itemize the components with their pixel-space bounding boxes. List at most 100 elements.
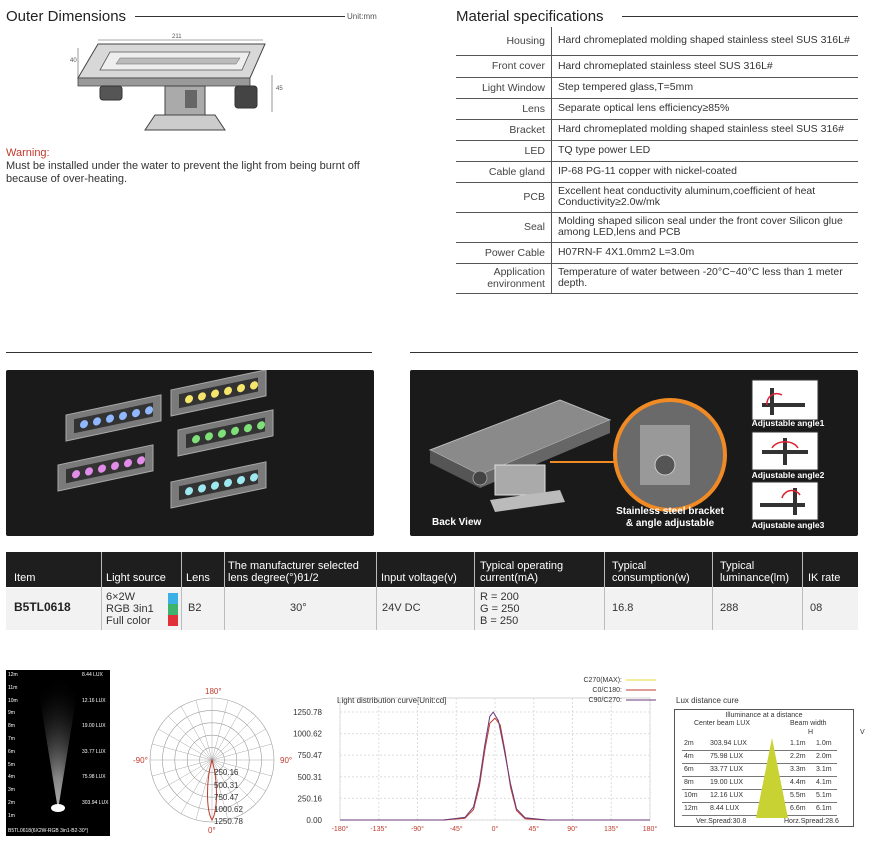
header-light-source: Light source [106,572,166,584]
lens-value: B2 [188,602,202,614]
light-source-values: 6×2W RGB 3in1 Full color [106,591,154,627]
degree-value: 30° [290,602,307,614]
polar-lobe [207,758,217,821]
polar-spoke [158,728,213,761]
material-title: Material specifications [456,8,604,25]
y-tick-label: 1000.62 [293,730,322,739]
polar-spoke [195,700,213,761]
polar-left-label: -90° [133,756,148,765]
legend-label: C0/C180: [592,687,622,694]
angle2-label: Adjustable angle2 [751,470,825,480]
series-line [340,711,650,821]
legend-label: C270(MAX): [583,677,622,684]
section-divider-right [410,352,858,353]
x-tick-label: 180° [643,825,658,833]
lux-col-h: H [808,729,814,736]
lux-beam-cone [756,738,788,818]
polar-spoke [167,759,213,805]
y-tick-label: 0.00 [306,816,322,825]
polar-right-label: 90° [280,756,293,765]
polar-spoke [211,759,257,805]
angle3-label: Adjustable angle3 [751,520,825,530]
luminance-value: 288 [720,602,739,614]
outer-dimensions-title: Outer Dimensions [6,8,127,25]
voltage-value: 24V DC [382,602,421,614]
polar-spoke [211,759,272,777]
dim-length: 211 [172,34,182,40]
angle1-label: Adjustable angle1 [751,418,825,428]
y-tick-label: 500.31 [298,773,323,782]
swatch-blue [168,593,178,604]
header-consumption: Typical consumption(w) [612,560,690,584]
beam-caption: B5TL0618(6X2W-RGB 3in1-B2-30°) [8,828,89,834]
x-tick-label: 135° [604,825,619,833]
section-divider-left [6,352,372,353]
curve-title: Light distribution curve[Unit:cd] [337,696,447,705]
polar-spoke [152,759,213,777]
light-source-1: 6×2W [106,591,136,603]
product-lights-illustration [57,370,274,509]
warning-text: Must be installed under the water to pre… [6,160,360,185]
polar-bottom-label: 0° [208,826,216,835]
polar-spoke [211,759,244,814]
x-tick-label: 0° [492,825,499,833]
header-luminance: Typical luminance(lm) [720,560,790,584]
bracket-caption-line1: Stainless steel bracket [616,506,724,517]
x-tick-label: -180° [332,825,349,833]
material-divider [622,16,858,17]
bracket-caption-line2: & angle adjustable [625,518,715,529]
x-tick-label: 45° [528,825,539,833]
light-source-2: RGB 3in1 [106,603,154,615]
swatch-red [168,615,178,626]
y-tick-label: 1250.78 [293,708,322,717]
x-tick-label: 90° [567,825,578,833]
swatch-green [168,604,178,615]
y-tick-label: 750.47 [298,751,323,760]
x-tick-label: -90° [411,825,424,833]
dim-height: 45 [276,86,283,92]
polar-spoke [211,759,266,792]
unit-label: Unit:mm [347,12,377,21]
dimension-drawing: 211 40 45 [70,34,283,131]
polar-spoke [211,706,244,761]
lux-col-beam: Beam width [790,720,827,727]
header-ik: IK rate [808,572,841,584]
header-voltage: Input voltage(v) [381,572,457,584]
current-values: R = 200 G = 250 B = 250 [480,591,520,627]
polar-spoke [158,759,213,792]
polar-spoke [211,700,229,761]
product-photo-back: Back View Stainless steel bracket & angl… [410,370,858,536]
lux-col-v: V [860,729,865,736]
header-item: Item [14,572,36,584]
polar-spoke [211,728,266,761]
ver-spread: Ver.Spread:30.8 [696,818,747,825]
light-source-3: Full color [106,615,151,627]
outer-divider [135,16,345,17]
back-view-label: Back View [432,517,482,528]
ik-value: 08 [810,602,823,614]
warning-title: Warning: [6,147,50,159]
light-distribution-chart: -180°-135°-90°-45°0°45°90°135°180°0.0025… [293,677,658,833]
polar-spoke [211,743,272,761]
back-view-illustration [428,379,819,521]
polar-spoke [211,715,257,761]
polar-spoke [180,706,213,761]
lux-title: Lux distance cure [676,696,739,705]
legend-label: C90/C270: [589,697,623,704]
product-photo-lit [6,370,374,536]
